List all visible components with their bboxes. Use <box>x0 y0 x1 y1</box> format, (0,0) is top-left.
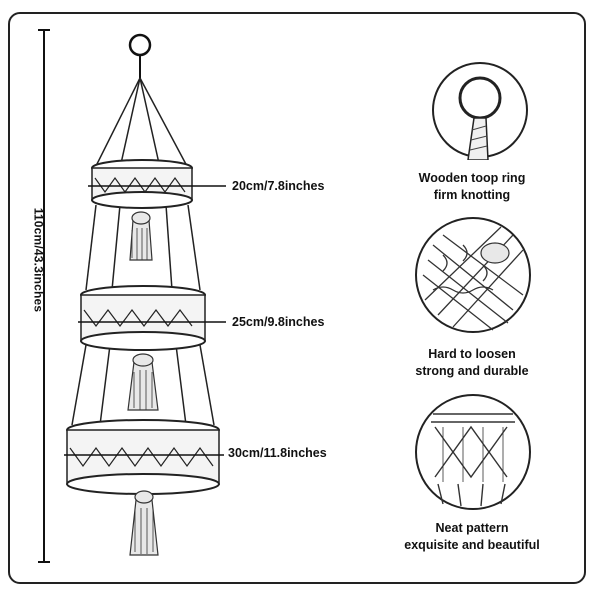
height-label-wrapper: 110cm/43.3inches <box>18 160 58 360</box>
height-label: 110cm/43.3inches <box>31 207 46 313</box>
detail-2-title: Hard to loosen <box>428 347 516 361</box>
bottom-tassel <box>129 490 159 556</box>
height-dimension-line <box>38 29 50 563</box>
tassel-1 <box>129 211 153 261</box>
detail-3-title: Neat pattern <box>435 521 509 535</box>
product-frame <box>8 12 586 584</box>
detail-3-caption: Neat pattern exquisite and beautiful <box>372 520 572 554</box>
tier-1-size-label: 20cm/7.8inches <box>232 179 325 193</box>
detail-2-subtitle: strong and durable <box>415 364 529 378</box>
tier-2-basket <box>80 285 206 351</box>
wooden-ring-icon <box>432 62 528 160</box>
pattern-closeup-icon <box>415 394 531 510</box>
detail-1-caption: Wooden toop ring firm knotting <box>372 170 572 204</box>
tier-2-size-label: 25cm/9.8inches <box>232 315 325 329</box>
tier-3-basket <box>66 419 220 495</box>
knot-closeup-icon <box>415 217 531 333</box>
tier-1-basket <box>91 159 193 209</box>
detail-3-subtitle: exquisite and beautiful <box>404 538 540 552</box>
detail-1-title: Wooden toop ring <box>418 171 526 185</box>
hanging-cords <box>71 77 215 426</box>
tier-3-size-label: 30cm/11.8inches <box>228 446 327 460</box>
top-ring-icon <box>128 33 152 57</box>
tassel-2 <box>127 353 159 411</box>
detail-1-subtitle: firm knotting <box>433 188 511 202</box>
detail-2-caption: Hard to loosen strong and durable <box>372 346 572 380</box>
